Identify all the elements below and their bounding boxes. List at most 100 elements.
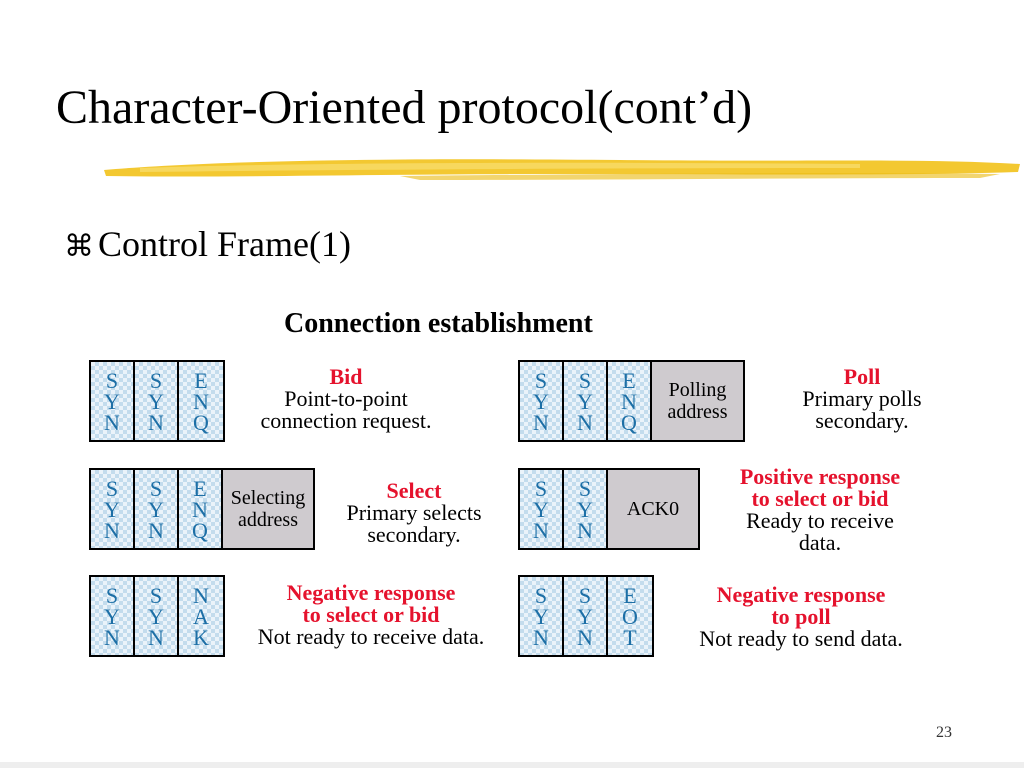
bullet-glyph: ⌘ — [64, 230, 94, 263]
frame-type-label: to select or bid — [751, 486, 889, 511]
field-char: Y — [148, 603, 164, 629]
slide-title: Character-Oriented protocol(cont’d) — [56, 81, 753, 134]
address-field: ACK0 — [608, 470, 698, 548]
field-char: N — [104, 517, 120, 543]
field-char: N — [577, 409, 593, 435]
frame-description-text: Not ready to receive data. — [257, 624, 485, 649]
field-char: E — [194, 367, 208, 393]
field-char: S — [534, 582, 548, 608]
frame-type-label: to poll — [771, 604, 831, 629]
field-char: N — [192, 496, 208, 522]
field-char: Y — [104, 388, 120, 414]
field-char: Q — [192, 517, 208, 543]
field-char: K — [193, 624, 209, 650]
field-char: S — [149, 582, 163, 608]
field-char: N — [533, 409, 549, 435]
field-char: N — [148, 624, 164, 650]
field-char: N — [577, 517, 593, 543]
field-char: Y — [577, 603, 593, 629]
field-char: S — [578, 582, 592, 608]
field-char: Y — [577, 496, 593, 522]
field-char: S — [105, 582, 119, 608]
field-char: Y — [148, 388, 164, 414]
field-char: Y — [533, 496, 549, 522]
bullet-item: ⌘Control Frame(1) — [64, 222, 351, 269]
field-char: Q — [193, 409, 209, 435]
field-char: Y — [104, 603, 120, 629]
field-char: S — [105, 367, 119, 393]
field-char: Y — [533, 603, 549, 629]
address-field: Selecting address — [223, 470, 313, 548]
frame-type-label: Negative response — [286, 580, 456, 605]
field-char: S — [105, 475, 119, 501]
field-char: N — [621, 388, 637, 414]
frame-type-label: Bid — [329, 364, 363, 389]
diagram-title: Connection establishment — [284, 308, 593, 339]
field-char: S — [578, 475, 592, 501]
frame-description-text: Point-to-point — [284, 386, 408, 411]
frame-description-text: Ready to receive — [746, 508, 894, 533]
field-char: S — [578, 367, 592, 393]
field-char: S — [534, 367, 548, 393]
field-char: O — [622, 603, 638, 629]
frame-type-label: Poll — [843, 364, 881, 389]
field-char: N — [533, 517, 549, 543]
field-char: N — [193, 582, 209, 608]
field-char: N — [193, 388, 209, 414]
field-char: N — [577, 624, 593, 650]
field-char: Y — [104, 496, 120, 522]
field-char: S — [534, 475, 548, 501]
field-char: Y — [533, 388, 549, 414]
field-char: Q — [621, 409, 637, 435]
frame-description-text: secondary. — [367, 522, 461, 547]
frame-description-text: secondary. — [815, 408, 909, 433]
field-char: N — [533, 624, 549, 650]
frame-description-text: Not ready to send data. — [699, 626, 903, 651]
field-char: N — [148, 517, 164, 543]
frame-type-label: Positive response — [739, 464, 901, 489]
frame-type-label: Negative response — [716, 582, 886, 607]
field-char: N — [148, 409, 164, 435]
field-char: N — [104, 624, 120, 650]
frame-description-text: data. — [798, 530, 842, 555]
address-field: Polling address — [652, 362, 743, 440]
field-char: Y — [148, 496, 164, 522]
field-char: S — [149, 475, 163, 501]
field-char: E — [623, 582, 637, 608]
field-char: S — [149, 367, 163, 393]
frame-description-text: connection request. — [260, 408, 432, 433]
frame-description-text: Primary polls — [802, 386, 922, 411]
field-char: E — [193, 475, 207, 501]
field-char: Y — [577, 388, 593, 414]
field-char: T — [623, 624, 637, 650]
frame-description-text: Primary selects — [346, 500, 482, 525]
field-char: N — [104, 409, 120, 435]
bullet-text: Control Frame(1) — [98, 224, 351, 264]
